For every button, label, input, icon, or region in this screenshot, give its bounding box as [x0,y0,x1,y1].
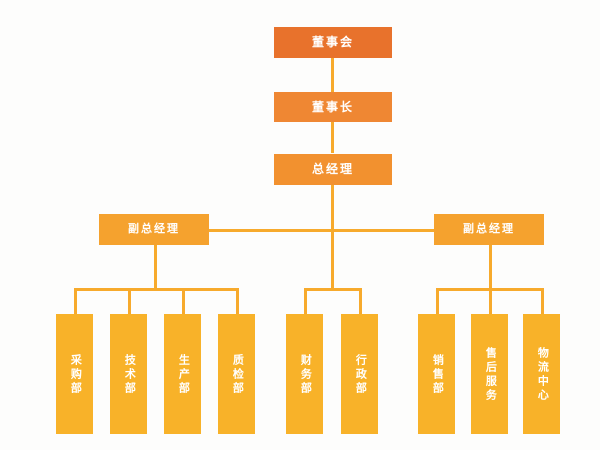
connector-chairman-to-gm [331,122,334,153]
node-board-of-directors[interactable]: 董事会 [274,27,392,58]
node-department-administration[interactable]: 行政部 [341,314,378,434]
node-chairman[interactable]: 董事长 [274,92,392,122]
node-general-manager[interactable]: 总经理 [274,154,392,185]
node-department-sales[interactable]: 销售部 [418,314,455,434]
connector-vgm-crossbar [181,229,481,232]
connector-right-branch-2 [489,288,492,314]
connector-center-branch-1 [304,288,307,314]
connector-right-branch-3 [541,288,544,314]
connector-center-branch-2 [359,288,362,314]
node-vice-general-manager-left[interactable]: 副总经理 [99,214,209,245]
node-department-finance[interactable]: 财务部 [286,314,323,434]
connector-right-branch-1 [436,288,439,314]
connector-left-branch-3 [182,288,185,314]
node-department-after-sales-service[interactable]: 售后服务 [471,314,508,434]
connector-left-branch-4 [236,288,239,314]
node-department-quality-inspection[interactable]: 质检部 [218,314,255,434]
connector-board-to-chairman [331,58,334,92]
connector-vgm-right-drop [489,245,492,289]
connector-gm-spine [331,185,334,289]
connector-left-branch-2 [128,288,131,314]
connector-left-group-bus [74,288,238,291]
node-department-purchasing[interactable]: 采购部 [56,314,93,434]
connector-vgm-left-drop [154,245,157,289]
node-department-production[interactable]: 生产部 [164,314,201,434]
node-department-technology[interactable]: 技术部 [110,314,147,434]
node-vice-general-manager-right[interactable]: 副总经理 [434,214,544,245]
node-department-logistics-center[interactable]: 物流中心 [523,314,560,434]
connector-center-group-bus [304,288,362,291]
connector-left-branch-1 [74,288,77,314]
